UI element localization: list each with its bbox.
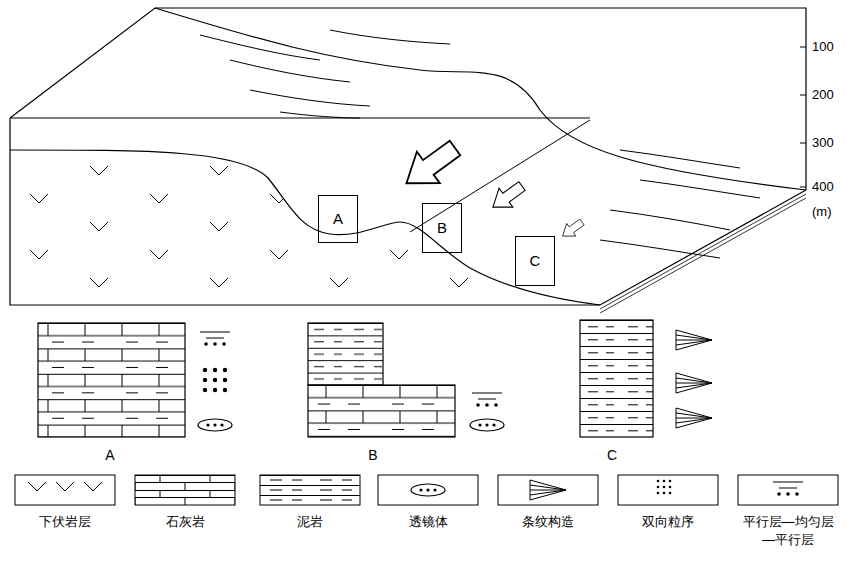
terrain-lines: [155, 8, 806, 258]
legend-text: 双向粒序: [642, 514, 694, 529]
legend-entry: 石灰岩: [133, 513, 237, 531]
legend-entry: 下伏岩层: [13, 513, 117, 531]
legend-entry: 平行层—均匀层 —平行层: [740, 513, 836, 548]
legend-entry: 透镜体: [376, 513, 480, 531]
scale-number: 400: [812, 180, 834, 195]
grading-symbol: [203, 368, 227, 392]
legend-swatches: [15, 475, 838, 505]
box-letter: A: [332, 211, 344, 228]
column-b-lime: [308, 385, 455, 437]
legend-text: 泥岩: [297, 514, 323, 529]
legend-entry: 条纹构造: [496, 513, 600, 531]
legend-text: 平行层—均匀层 —平行层: [743, 514, 834, 547]
legend-text: 石灰岩: [166, 514, 205, 529]
legend-entry: 双向粒序: [616, 513, 720, 531]
section-box: B: [422, 203, 462, 253]
column-label: B: [368, 447, 377, 463]
legend-entry: 泥岩: [258, 513, 362, 531]
scale-ticks: [800, 47, 806, 187]
column-a: [38, 323, 185, 437]
streak-symbol: [676, 330, 712, 350]
scale-number: 200: [812, 88, 834, 103]
lens-symbol: [470, 419, 504, 431]
legend-text: 透镜体: [409, 514, 448, 529]
parallel-symbol: [200, 332, 230, 346]
box-letter: B: [436, 220, 448, 237]
column-label: A: [105, 447, 114, 463]
legend-text: 条纹构造: [522, 514, 574, 529]
column-b-mud: [308, 323, 383, 385]
scale-number: 100: [812, 40, 834, 55]
scale-number: 300: [812, 136, 834, 151]
flow-arrows: [395, 132, 587, 242]
lens-symbol: [198, 419, 232, 431]
section-box: A: [318, 195, 358, 243]
legend-text: 下伏岩层: [39, 514, 91, 529]
underlying-bedrock: [10, 150, 598, 303]
streak-symbol: [676, 408, 712, 428]
section-box: C: [515, 236, 555, 286]
column-label: C: [607, 447, 617, 463]
scale-number: (m): [812, 205, 832, 220]
box-letter: C: [529, 253, 542, 270]
column-c: [580, 320, 653, 437]
seafloor-profile: [10, 150, 600, 305]
block-outline: [10, 8, 806, 313]
streak-symbol: [676, 373, 712, 393]
parallel-symbol: [472, 393, 502, 407]
